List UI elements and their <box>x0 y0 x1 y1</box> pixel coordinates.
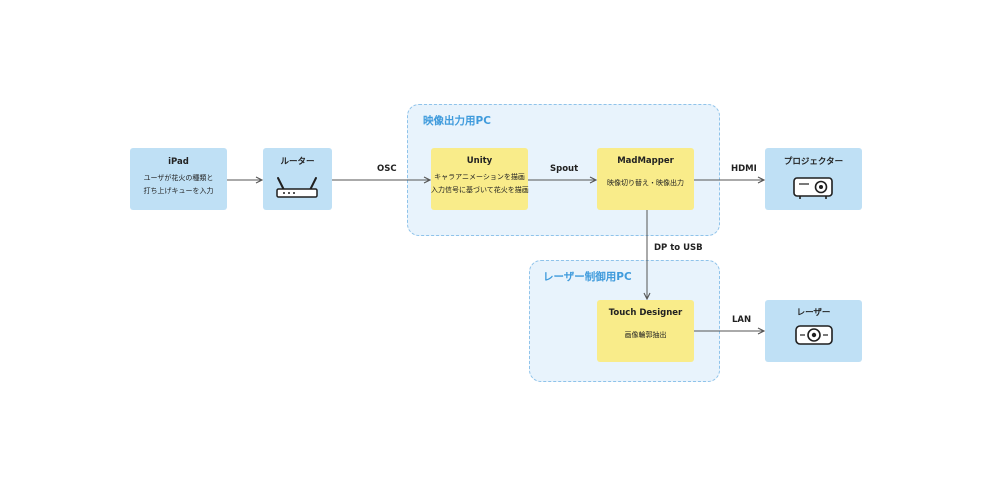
node-ipad-desc1: ユーザが花火の種類と <box>143 174 214 182</box>
group-title-laser-pc: レーザー制御用PC <box>543 271 632 283</box>
node-madmapper[interactable]: MadMapper 映像切り替え・映像出力 <box>597 148 694 210</box>
node-madmapper-desc1: 映像切り替え・映像出力 <box>607 179 684 187</box>
node-projector-title: プロジェクター <box>783 157 844 167</box>
node-unity[interactable]: Unity キャラアニメーションを描画 入力信号に基づいて花火を描画 <box>431 148 529 210</box>
node-ipad-desc2: 打ち上げキューを入力 <box>143 187 214 195</box>
node-laser[interactable]: レーザー <box>765 300 862 362</box>
edge-label-osc: OSC <box>377 164 397 174</box>
edge-label-hdmi: HDMI <box>731 164 757 174</box>
node-unity-desc1: キャラアニメーションを描画 <box>434 173 525 181</box>
group-title-video-pc: 映像出力用PC <box>423 115 491 127</box>
edge-label-dp-usb: DP to USB <box>654 243 703 253</box>
edge-label-spout: Spout <box>550 164 579 174</box>
node-unity-title: Unity <box>466 156 493 166</box>
node-touch-designer[interactable]: Touch Designer 画像輪郭抽出 <box>597 300 694 362</box>
node-router-title: ルーター <box>280 157 315 167</box>
node-projector[interactable]: プロジェクター <box>765 148 862 210</box>
node-router[interactable]: ルーター <box>263 148 332 210</box>
projector-icon <box>793 177 833 199</box>
node-unity-desc2: 入力信号に基づいて花火を描画 <box>431 186 529 194</box>
node-ipad[interactable]: iPad ユーザが花火の種類と 打ち上げキューを入力 <box>130 148 227 210</box>
node-madmapper-title: MadMapper <box>617 156 674 166</box>
laser-icon <box>795 325 833 345</box>
edge-label-lan: LAN <box>732 315 752 325</box>
node-laser-title: レーザー <box>796 308 831 318</box>
node-touch-designer-desc1: 画像輪郭抽出 <box>624 331 667 339</box>
router-icon <box>276 177 318 198</box>
node-touch-designer-title: Touch Designer <box>608 308 683 318</box>
node-ipad-title: iPad <box>168 157 189 167</box>
